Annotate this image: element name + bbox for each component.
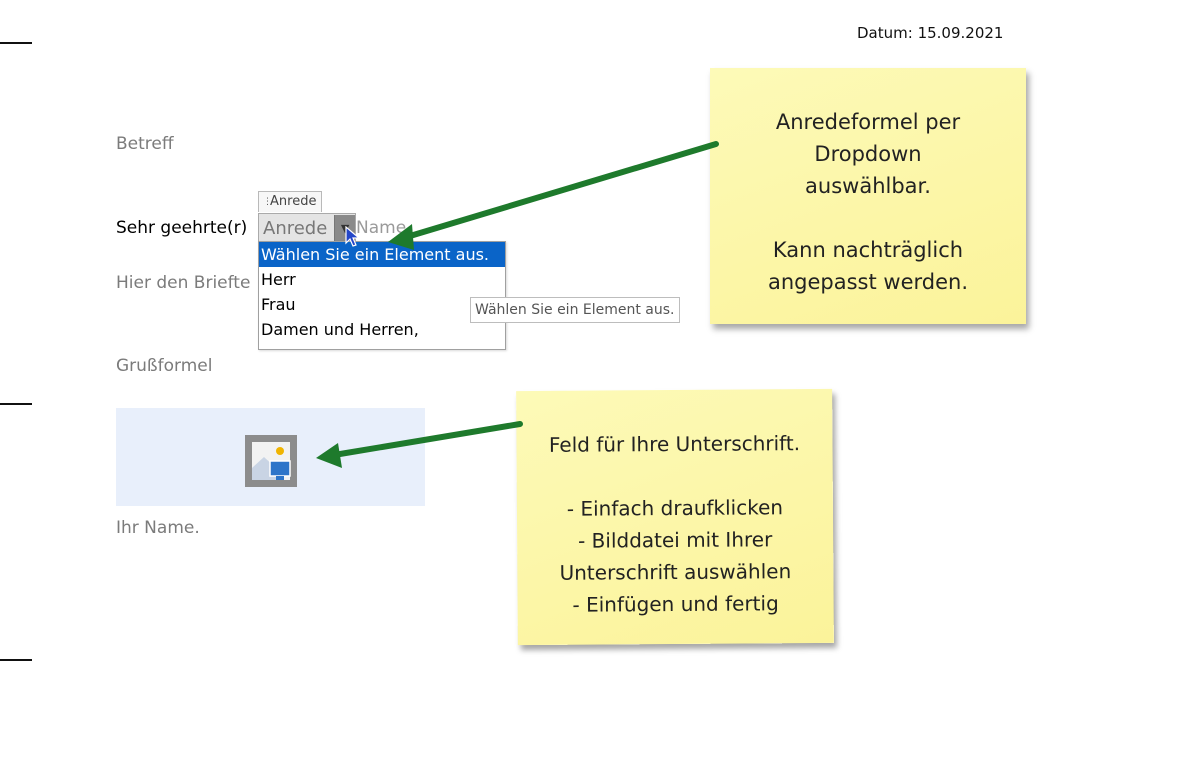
note-text: Kann nachträglich (772, 238, 964, 262)
date-label: Datum: (857, 24, 913, 42)
mouse-cursor-icon (345, 226, 361, 247)
closing-field[interactable]: Grußformel (116, 356, 213, 376)
arrow-to-dropdown (397, 141, 719, 242)
insert-picture-icon[interactable] (245, 435, 297, 487)
note-text: - Bilddatei mit Ihrer (577, 527, 773, 553)
salutation-dropdown-value[interactable]: Anrede (263, 217, 328, 239)
note-text: angepasst werden. (767, 270, 968, 294)
body-text-placeholder[interactable]: Hier den Briefte (116, 273, 251, 293)
note-text: auswählbar. (805, 174, 931, 198)
salutation-prefix: Sehr geehrte(r) (116, 218, 248, 238)
drag-grip-icon[interactable]: ⋮ (263, 196, 272, 207)
fold-mark-middle (0, 403, 32, 405)
note-text: - Einfach draufklicken (566, 495, 784, 521)
fold-mark-bottom (0, 659, 32, 661)
salutation-dropdown[interactable]: Anrede ▼ (258, 213, 356, 243)
note-text: Anredeformel per (775, 110, 961, 134)
your-name-field[interactable]: Ihr Name. (116, 518, 200, 538)
salutation-dropdown-list: Wählen Sie ein Element aus. Herr Frau Da… (258, 241, 506, 350)
content-control-title-tab[interactable]: ⋮ Anrede (258, 191, 323, 212)
dropdown-option[interactable]: Frau (261, 295, 296, 314)
date-line: Datum: 15.09.2021 (857, 24, 1003, 42)
content-control-title: Anrede (270, 194, 317, 209)
name-placeholder[interactable]: Name (356, 218, 407, 238)
sticky-note-signature-hint: Feld für Ihre Unterschrift. - Einfach dr… (516, 388, 834, 646)
note-text: Dropdown (814, 142, 922, 166)
sticky-note-dropdown-hint: Anredeformel per Dropdown auswählbar. Ka… (710, 68, 1026, 324)
dropdown-option[interactable]: Herr (261, 270, 296, 289)
dropdown-option[interactable]: Damen und Herren, (261, 320, 419, 339)
note-text: - Einfügen und fertig (572, 591, 779, 617)
date-value[interactable]: 15.09.2021 (917, 24, 1004, 42)
note-text: Unterschrift auswählen (559, 559, 792, 585)
tooltip: Wählen Sie ein Element aus. (470, 297, 680, 323)
fold-mark-top (0, 42, 32, 44)
note-text: Feld für Ihre Unterschrift. (548, 431, 801, 457)
dropdown-option[interactable]: Wählen Sie ein Element aus. (259, 242, 505, 267)
subject-field[interactable]: Betreff (116, 134, 174, 154)
